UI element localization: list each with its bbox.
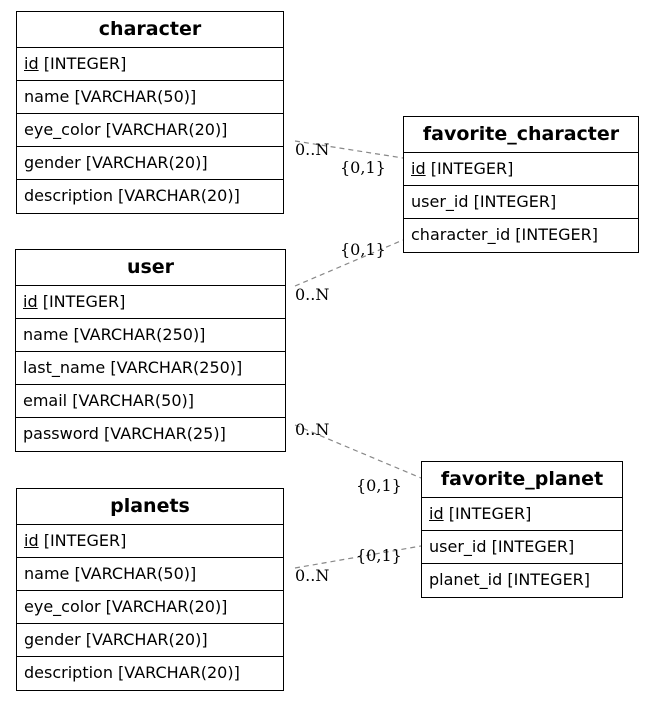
field-row: name [VARCHAR(50)] [17,81,283,114]
field-row: eye_color [VARCHAR(20)] [17,114,283,147]
field-row: id [INTEGER] [17,48,283,81]
field-row: character_id [INTEGER] [411,225,598,244]
entity-title: favorite_planet [422,462,622,498]
entity-title: user [16,250,285,286]
entity-character[interactable]: character id [INTEGER] name [VARCHAR(50)… [16,11,284,214]
field-row: last_name [VARCHAR(250)] [16,352,285,385]
field-row: description [VARCHAR(20)] [24,186,240,205]
entity-favorite-planet[interactable]: favorite_planet id [INTEGER] user_id [IN… [421,461,623,598]
link-user-favorite-character [294,239,404,287]
entity-favorite-character[interactable]: favorite_character id [INTEGER] user_id … [403,116,639,253]
field-row: id [INTEGER] [404,153,638,186]
cardinality-one: {0,1} [340,240,386,259]
primary-key: id [24,531,39,550]
field-row: name [VARCHAR(50)] [17,558,283,591]
primary-key: id [411,159,426,178]
field-row: name [VARCHAR(250)] [16,319,285,352]
field-row: email [VARCHAR(50)] [16,385,285,418]
field-row: id [INTEGER] [422,498,622,531]
cardinality-many: 0..N [295,566,330,585]
cardinality-many: 0..N [295,285,330,304]
cardinality-one: {0,1} [340,158,386,177]
entity-user[interactable]: user id [INTEGER] name [VARCHAR(250)] la… [15,249,286,452]
entity-planets[interactable]: planets id [INTEGER] name [VARCHAR(50)] … [16,488,284,691]
primary-key: id [429,504,444,523]
cardinality-many: 0..N [295,420,330,439]
link-user-favorite-planet [294,424,422,479]
field-row: password [VARCHAR(25)] [23,424,226,443]
cardinality-one: {0,1} [356,546,402,565]
field-row: planet_id [INTEGER] [429,570,591,589]
field-row: user_id [INTEGER] [422,531,622,564]
primary-key: id [24,54,39,73]
entity-title: planets [17,489,283,525]
cardinality-one: {0,1} [356,476,402,495]
field-row: id [INTEGER] [16,286,285,319]
field-row: eye_color [VARCHAR(20)] [17,591,283,624]
field-row: description [VARCHAR(20)] [24,663,240,682]
primary-key: id [23,292,38,311]
link-planets-favorite-planet [294,545,422,569]
entity-title: character [17,12,283,48]
field-row: user_id [INTEGER] [404,186,638,219]
link-character-favorite-character [294,140,404,159]
cardinality-many: 0..N [295,140,330,159]
field-row: id [INTEGER] [17,525,283,558]
field-row: gender [VARCHAR(20)] [17,147,283,180]
entity-title: favorite_character [404,117,638,153]
field-row: gender [VARCHAR(20)] [17,624,283,657]
